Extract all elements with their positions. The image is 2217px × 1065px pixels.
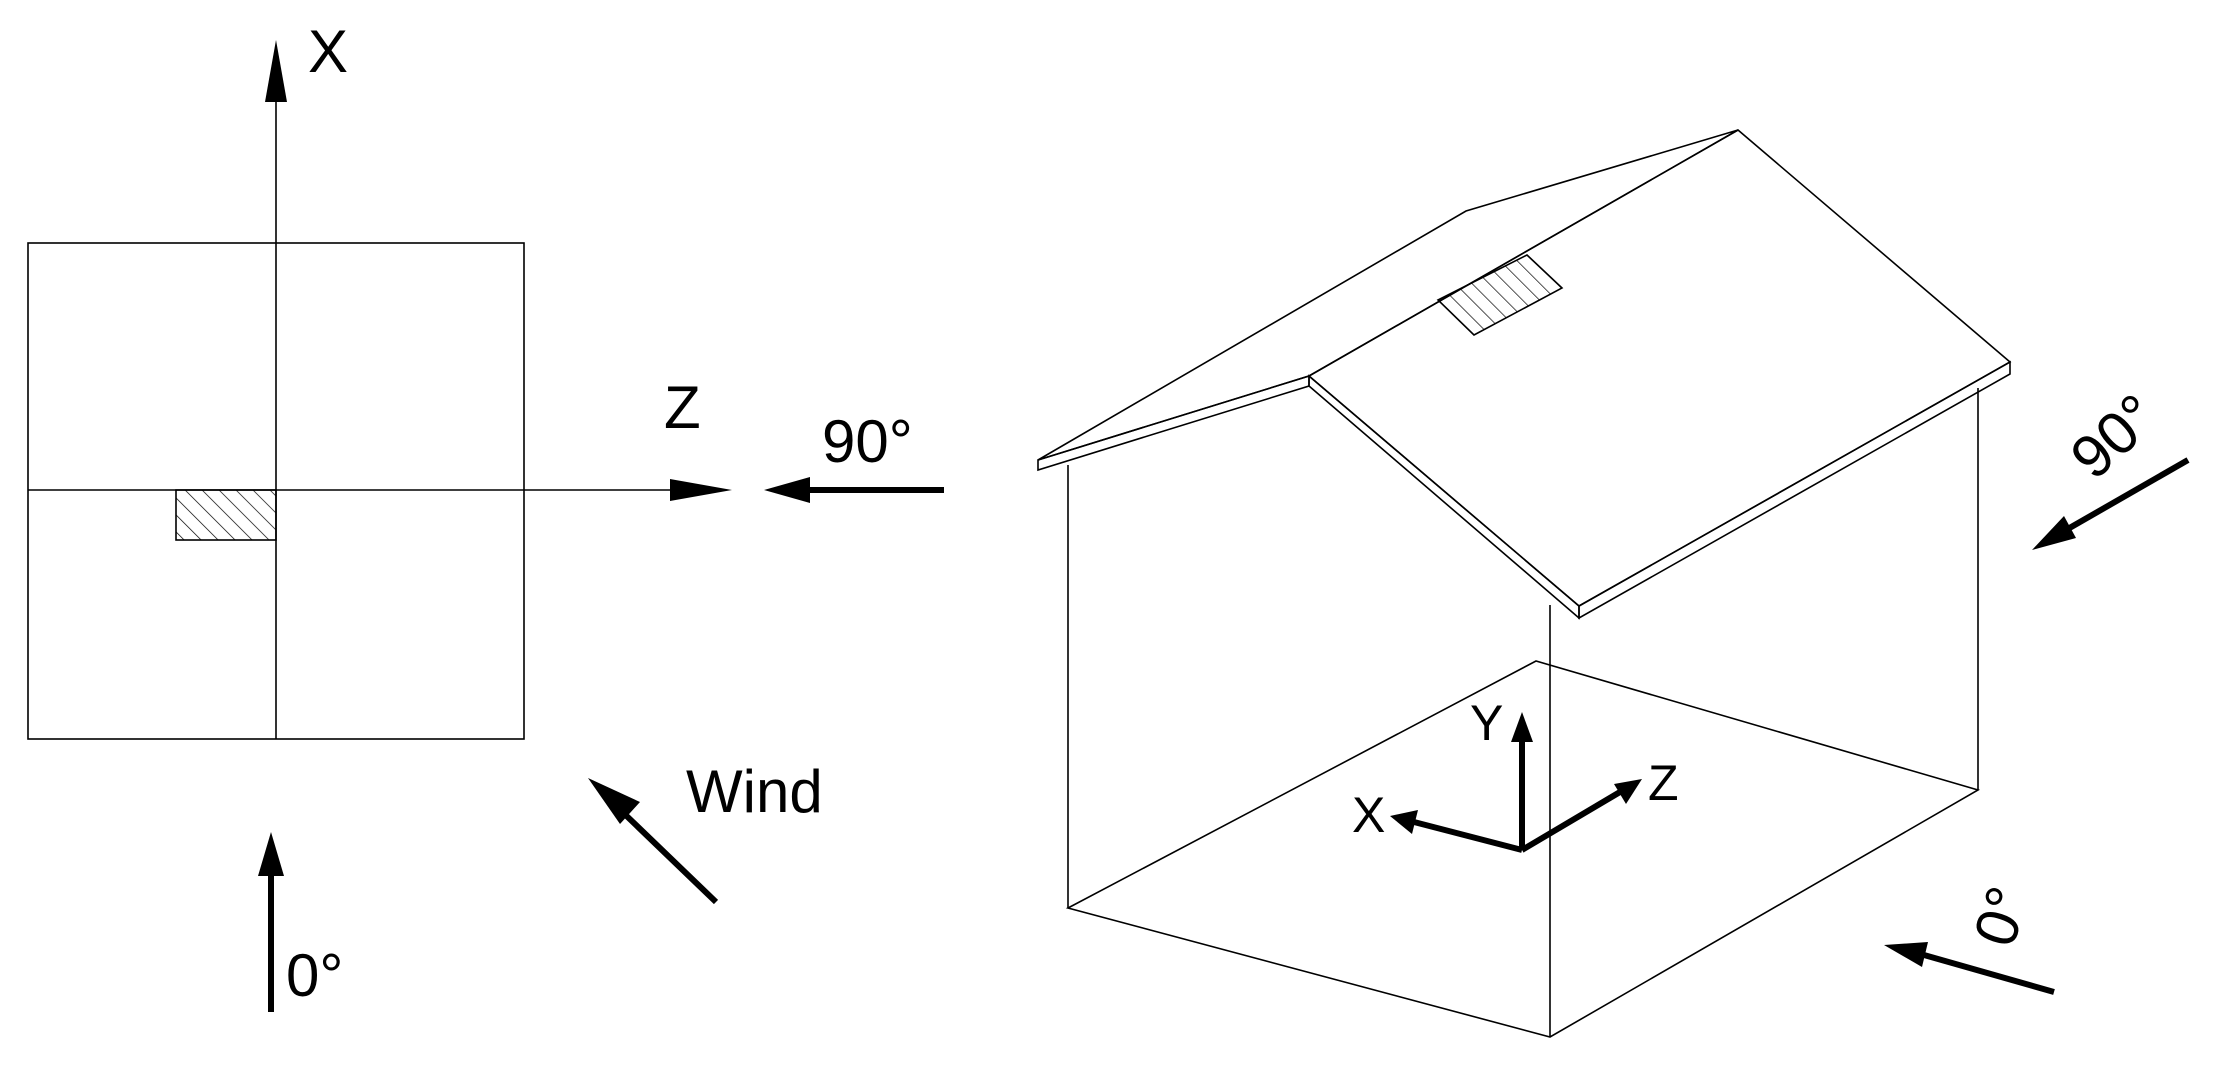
roof-edge-right bbox=[1578, 360, 2011, 620]
roof-hatched-area bbox=[1436, 254, 1564, 336]
iso-axis-y-arrowhead bbox=[1511, 712, 1533, 742]
roof-back-panel bbox=[1037, 129, 1739, 461]
plan-view: X Z 90° 0° Wind bbox=[27, 18, 944, 1012]
plan-hatched-area bbox=[175, 489, 277, 541]
iso-axis-z-arrowhead bbox=[1614, 779, 1642, 804]
iso-arrow-0-shaft bbox=[1923, 952, 2055, 995]
wind-arrow-shaft bbox=[607, 797, 719, 905]
roof-edge-left bbox=[1037, 374, 1310, 472]
plan-axis-x-arrowhead bbox=[265, 40, 287, 102]
iso-axis-x-arrowhead bbox=[1390, 810, 1418, 834]
iso-axis-z-label: Z bbox=[1648, 755, 1679, 811]
plan-arrow-90-head bbox=[764, 477, 810, 503]
isometric-house: Y X Z 90° 0° bbox=[1037, 129, 2190, 1038]
wind-label: Wind bbox=[686, 758, 823, 825]
wind-arrow-head bbox=[588, 778, 640, 824]
iso-arrow-0-label: 0° bbox=[1961, 879, 2042, 954]
roof-front-panel bbox=[1307, 129, 2012, 607]
roof-edge-front bbox=[1308, 374, 1580, 620]
iso-arrow-90-head bbox=[2032, 516, 2076, 550]
plan-axis-z-label: Z bbox=[664, 374, 701, 441]
iso-axis-z-line bbox=[1520, 789, 1622, 853]
plan-axis-x-label: X bbox=[308, 18, 348, 85]
plan-axis-z-arrowhead bbox=[670, 479, 732, 501]
iso-axis-x-line bbox=[1413, 819, 1523, 853]
iso-axis-y-label: Y bbox=[1470, 695, 1503, 751]
plan-arrow-0-label: 0° bbox=[286, 942, 343, 1009]
plan-arrow-90-label: 90° bbox=[822, 408, 913, 475]
iso-arrow-90-shaft bbox=[2064, 457, 2190, 533]
iso-axis-x-label: X bbox=[1352, 787, 1385, 843]
plan-arrow-0-head bbox=[258, 832, 284, 876]
iso-arrow-0-head bbox=[1884, 942, 1928, 967]
iso-arrow-90-label: 90° bbox=[2058, 381, 2170, 492]
